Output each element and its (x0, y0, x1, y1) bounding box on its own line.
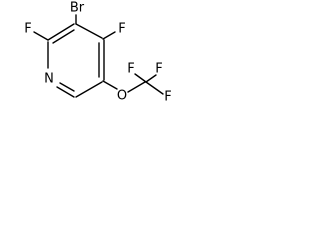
bond-c6-n-double (59, 82, 75, 92)
atom-f-cf3-left: F (127, 62, 134, 77)
atom-o: O (117, 89, 127, 104)
bond-cf3-f-top (145, 74, 157, 83)
atom-br: Br (70, 1, 85, 16)
bond-c4-f (102, 31, 116, 40)
bond-cf3-f-right (145, 81, 164, 95)
atom-n: N (44, 72, 54, 87)
bond-c2-c3-double (52, 29, 75, 44)
bond-cf3-f-bottom (134, 73, 147, 83)
structure-diagram: Br F F N O F F F (0, 0, 222, 138)
bond-c5-c6 (75, 81, 103, 98)
atom-f-cf3-top: F (155, 62, 162, 77)
molecule-drawing: Br F F N O F F F (24, 1, 171, 105)
bond-c5-o (102, 80, 118, 90)
atom-f-c4: F (118, 22, 125, 37)
atom-f-c2: F (24, 22, 31, 37)
bond-c3-c4 (75, 23, 103, 39)
bond-c2-c3 (47, 23, 75, 41)
atom-f-cf3-right: F (164, 90, 171, 105)
bond-o-cf3 (127, 81, 146, 93)
bond-c2-f (33, 31, 49, 41)
bond-c6-n (56, 86, 75, 98)
